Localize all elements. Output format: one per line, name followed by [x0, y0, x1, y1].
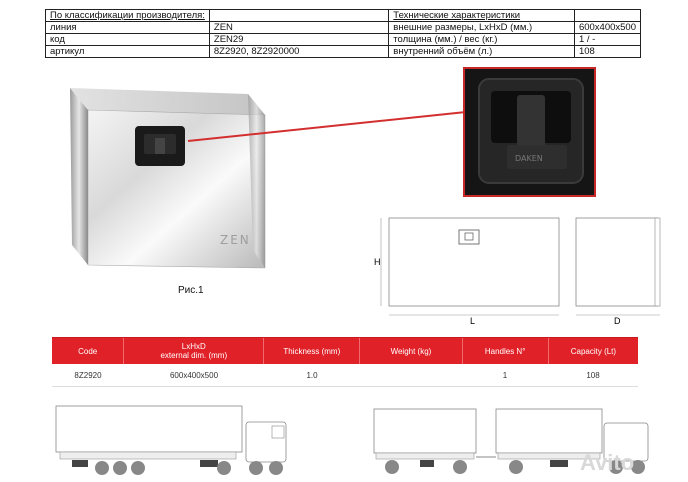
header-thickness: Thickness (mm)	[264, 338, 361, 364]
cell-handles: 1	[502, 370, 508, 380]
cell-capacity: 108	[586, 370, 600, 380]
header-capacity: Capacity (Lt)	[570, 346, 617, 356]
spec-header-row: По классификации производителя: Техничес…	[45, 9, 642, 22]
toolbox-photo: ZEN	[70, 88, 266, 269]
figure-label: Рис.1	[178, 285, 204, 296]
side-view-drawing: D	[575, 217, 661, 325]
spec-cell: 108	[573, 45, 642, 58]
front-view-drawing: H L	[374, 217, 560, 325]
header-dimensions-line1: LxHxD	[181, 342, 206, 351]
spec-row: артикул 8Z2920, 8Z2920000 внутренний объ…	[45, 45, 642, 58]
header-code: Code	[52, 338, 125, 364]
dimension-h-label: H	[374, 257, 381, 267]
spec-cell: 8Z2920, 8Z2920000	[208, 45, 390, 58]
handle-brand-label: DAKEN	[515, 154, 543, 163]
product-table-header: Code LxHxD external dim. (mm) Thickness …	[52, 337, 638, 364]
handle-closeup: DAKEN	[465, 69, 594, 195]
header-dimensions: LxHxD external dim. (mm)	[124, 338, 265, 364]
header-handles: Handles N°	[463, 338, 549, 364]
cell-dimensions: 600x400x500	[169, 370, 219, 380]
truck-trailer-illustration	[373, 408, 649, 474]
cell-thickness: 1.0	[306, 370, 318, 380]
table-row: 8Z2920 600x400x500 1.0 1 108	[52, 364, 638, 387]
truck-semitrailer-illustration	[55, 405, 287, 475]
dimension-l-label: L	[470, 316, 475, 325]
dimension-d-label: D	[614, 316, 621, 325]
box-brand-label: ZEN	[220, 233, 251, 247]
watermark-logo: Avito	[580, 450, 635, 475]
spec-table: По классификации производителя: Техничес…	[45, 9, 642, 58]
cell-weight	[360, 364, 462, 386]
handle-zoom-inset: DAKEN	[463, 67, 596, 197]
product-table: Code LxHxD external dim. (mm) Thickness …	[52, 337, 638, 387]
cell-code: 8Z2920	[74, 370, 102, 380]
header-weight: Weight (kg)	[360, 338, 463, 364]
header-dimensions-line2: external dim. (mm)	[160, 351, 228, 360]
